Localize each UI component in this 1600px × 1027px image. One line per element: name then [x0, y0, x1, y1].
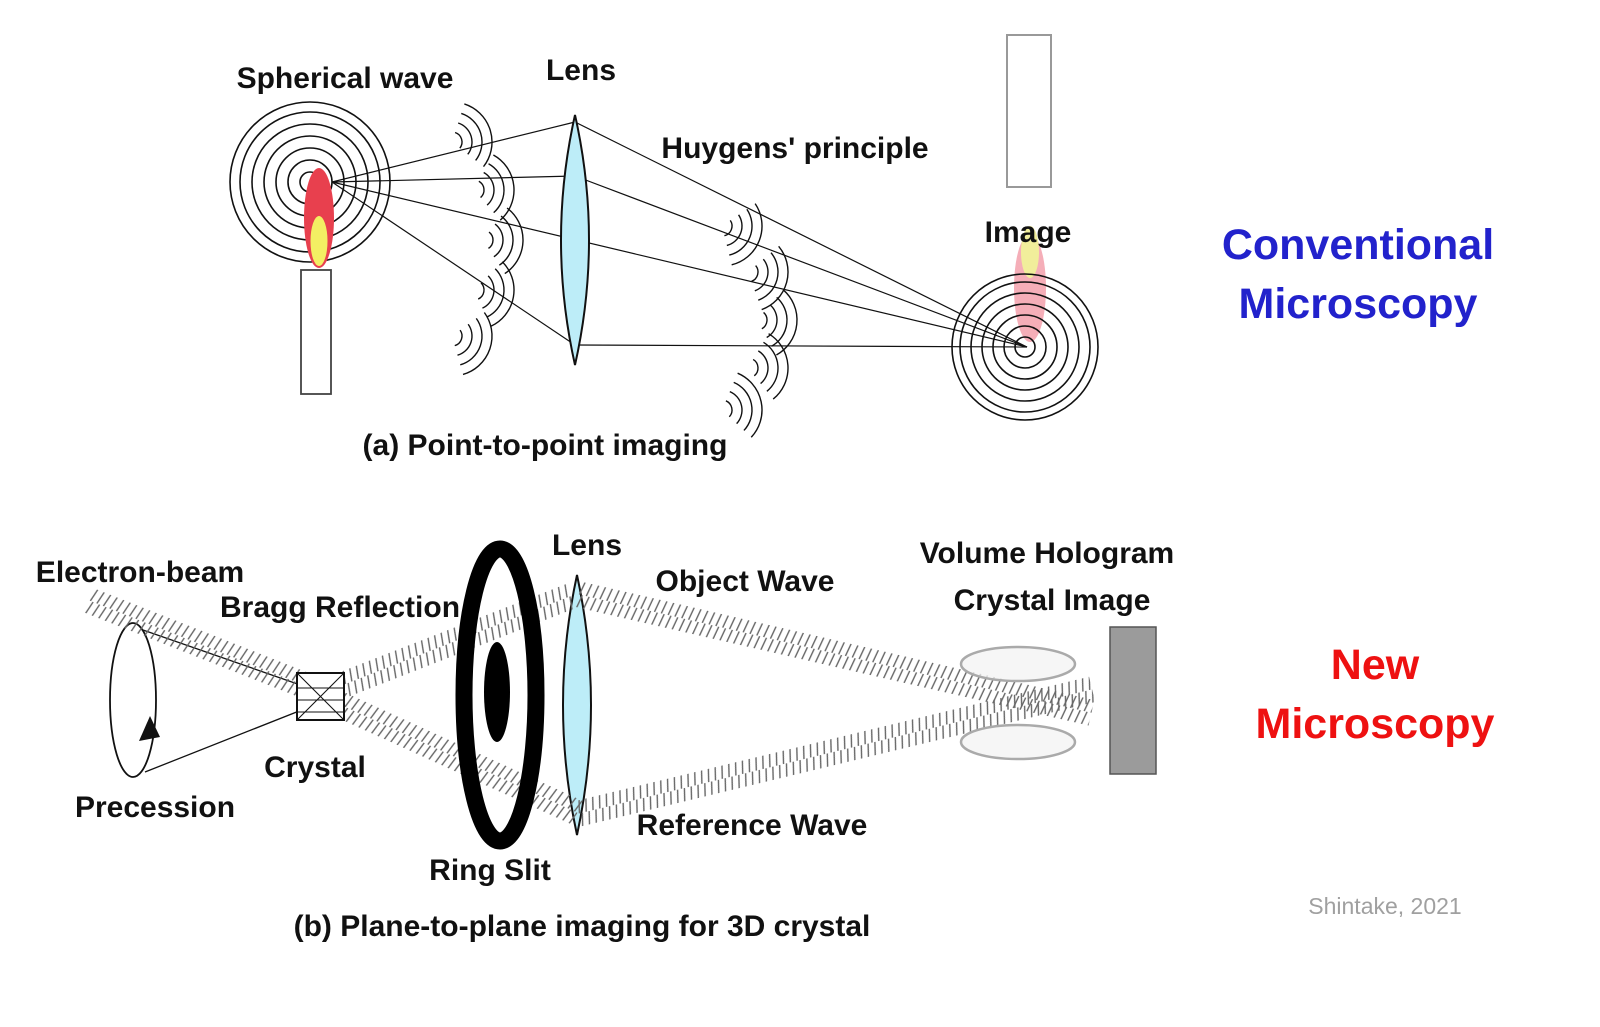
image-rings [951, 273, 1099, 421]
huygens-wavelets-postlens [714, 196, 801, 442]
conventional-microscopy-title: Conventional Microscopy [1163, 216, 1553, 335]
source-flame-yellow [310, 216, 328, 266]
crystal-specimen [296, 672, 345, 721]
label-bragg-reflection: Bragg Reflection [219, 591, 461, 624]
new-title-line1: New [1330, 641, 1420, 689]
hologram-ellipse-top [959, 645, 1077, 683]
lens-a [560, 114, 590, 366]
label-crystal-image: Crystal Image [953, 584, 1151, 617]
credit-text: Shintake, 2021 [1308, 893, 1462, 919]
panel-a-diagram [229, 34, 1099, 442]
electron-beam-band [83, 587, 337, 709]
conventional-title-line2: Microscopy [1238, 280, 1478, 329]
label-reference-wave: Reference Wave [636, 809, 868, 842]
new-title-line2: Microscopy [1255, 700, 1495, 749]
panel-b-diagram [83, 540, 1157, 850]
conventional-title-line1: Conventional [1221, 221, 1495, 269]
bragg-lower-band [324, 688, 583, 825]
lens-b [562, 574, 592, 836]
image-flame-yellow [1021, 226, 1039, 278]
label-electron-beam: Electron-beam [35, 556, 245, 589]
caption-panel-a: (a) Point-to-point imaging [362, 429, 728, 462]
object-wave-band [574, 581, 1095, 726]
label-image: Image [984, 216, 1072, 249]
image-rod [1006, 34, 1052, 188]
label-lens-b: Lens [551, 529, 623, 562]
ray-lines [331, 121, 1028, 348]
label-ring-slit: Ring Slit [429, 854, 551, 887]
caption-panel-b: (b) Plane-to-plane imaging for 3D crysta… [293, 910, 871, 943]
ring-slit-aperture [455, 540, 545, 850]
label-volume-hologram: Volume Hologram [919, 537, 1175, 570]
label-huygens-principle: Huygens' principle [661, 132, 929, 165]
label-lens-a: Lens [545, 54, 617, 87]
detector-plate [1109, 626, 1157, 775]
precession-arrowhead-icon [139, 716, 160, 741]
source-specimen-rod [300, 269, 332, 395]
label-object-wave: Object Wave [655, 565, 835, 598]
label-spherical-wave: Spherical wave [236, 62, 454, 95]
label-crystal: Crystal [264, 751, 366, 784]
hologram-ellipse-bottom [959, 723, 1077, 761]
bragg-upper-band [325, 583, 577, 703]
huygens-wavelets-prelens [446, 98, 525, 381]
new-microscopy-title: New Microscopy [1205, 636, 1545, 755]
precession-ellipse [109, 622, 157, 778]
reference-wave-band [573, 676, 1096, 827]
label-precession: Precession [74, 791, 236, 824]
